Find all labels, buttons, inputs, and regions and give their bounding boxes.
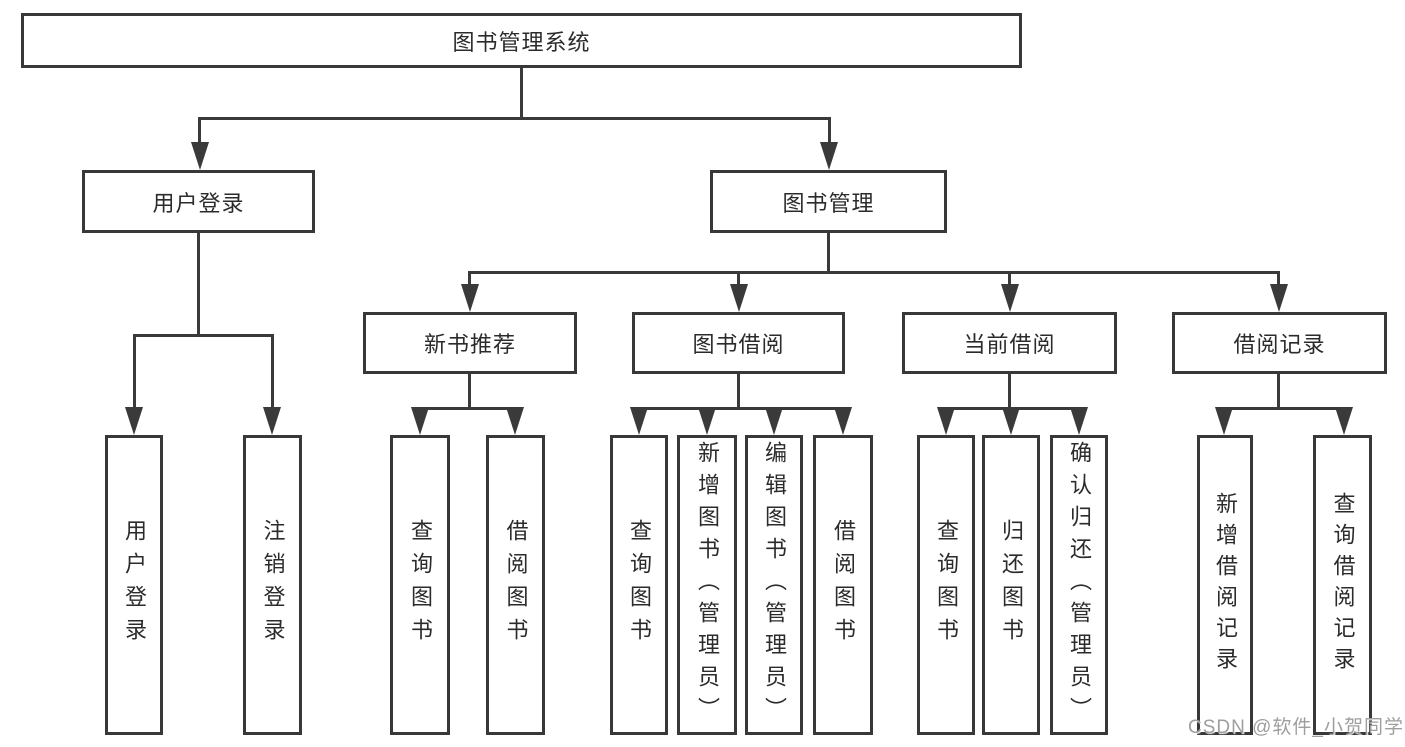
node-new-book-recommend: 新书推荐 xyxy=(363,312,577,374)
leaf-label: 确认归还（管理员） xyxy=(1067,441,1092,729)
leaf-edit-books-admin: 编辑图书（管理员） xyxy=(745,435,803,735)
arrow-down-icon xyxy=(1001,284,1019,312)
arrow-down-icon xyxy=(820,142,838,170)
leaf-label: 借阅图书 xyxy=(503,519,529,651)
node-label: 用户登录 xyxy=(152,190,245,216)
arrow-down-icon xyxy=(630,407,648,435)
csdn-watermark: CSDN @软件_小贺同学 xyxy=(1188,717,1404,738)
leaf-logout: 注销登录 xyxy=(243,435,302,735)
connector-book-mgmt-drop xyxy=(828,117,831,145)
node-current-borrowing: 当前借阅 xyxy=(902,312,1117,374)
arrow-down-icon xyxy=(834,407,852,435)
connector-stem xyxy=(1008,374,1011,410)
node-label: 借阅记录 xyxy=(1233,332,1326,357)
connector-rail xyxy=(638,407,846,410)
node-label: 新书推荐 xyxy=(423,332,516,357)
node-label: 图书管理系统 xyxy=(452,29,591,55)
leaf-confirm-return-admin: 确认归还（管理员） xyxy=(1050,435,1108,735)
leaf-query-books: 查询图书 xyxy=(390,435,450,735)
connector-user-login-drop xyxy=(198,117,201,145)
node-root-system: 图书管理系统 xyxy=(21,13,1022,68)
leaf-label: 查询借阅记录 xyxy=(1330,492,1356,678)
leaf-add-borrow-record: 新增借阅记录 xyxy=(1197,435,1253,735)
connector-root-stem xyxy=(520,68,523,119)
connector-drop xyxy=(1277,271,1280,287)
connector-drop xyxy=(468,271,471,287)
connector-mgmt-rail xyxy=(468,271,1280,274)
leaf-label: 查询图书 xyxy=(408,519,433,651)
leaf-label: 查询图书 xyxy=(627,519,652,651)
arrow-down-icon xyxy=(411,407,429,435)
leaf-add-books-admin: 新增图书（管理员） xyxy=(677,435,737,735)
leaf-return-books: 归还图书 xyxy=(982,435,1040,735)
connector-user-stem xyxy=(197,233,200,337)
arrow-down-icon xyxy=(1070,407,1088,435)
connector-stem xyxy=(737,374,740,410)
leaf-label: 归还图书 xyxy=(999,519,1024,651)
connector-drop xyxy=(271,334,274,410)
arrow-down-icon xyxy=(506,407,524,435)
arrow-down-icon xyxy=(461,284,479,312)
connector-stem xyxy=(1277,374,1280,410)
connector-stem xyxy=(468,374,471,410)
arrow-down-icon xyxy=(263,407,281,435)
arrow-down-icon xyxy=(1215,407,1233,435)
node-label: 图书管理 xyxy=(782,190,875,216)
node-book-borrowing: 图书借阅 xyxy=(632,312,845,374)
connector-drop xyxy=(133,334,136,410)
node-label: 图书借阅 xyxy=(692,332,785,357)
arrow-down-icon xyxy=(1002,407,1020,435)
leaf-label: 编辑图书（管理员） xyxy=(762,441,787,729)
leaf-label: 用户登录 xyxy=(122,519,147,651)
arrow-down-icon xyxy=(125,407,143,435)
leaf-label: 查询图书 xyxy=(934,519,959,651)
connector-rail xyxy=(1222,407,1345,410)
arrow-down-icon xyxy=(1335,407,1353,435)
leaf-label: 新增图书（管理员） xyxy=(695,441,720,729)
arrow-down-icon xyxy=(698,407,716,435)
arrow-down-icon xyxy=(765,407,783,435)
connector-drop xyxy=(1008,271,1011,287)
connector-drop xyxy=(737,271,740,287)
arrow-down-icon xyxy=(730,284,748,312)
connector-mgmt-stem xyxy=(827,233,830,274)
arrow-down-icon xyxy=(191,142,209,170)
connector-rail xyxy=(419,407,518,410)
node-user-login: 用户登录 xyxy=(82,170,315,233)
node-book-management: 图书管理 xyxy=(710,170,947,233)
leaf-label: 新增借阅记录 xyxy=(1213,492,1238,678)
leaf-label: 注销登录 xyxy=(260,519,286,651)
leaf-query-books: 查询图书 xyxy=(917,435,975,735)
leaf-borrow-books: 借阅图书 xyxy=(813,435,873,735)
leaf-query-borrow-record: 查询借阅记录 xyxy=(1313,435,1372,735)
leaf-label: 借阅图书 xyxy=(831,519,856,651)
node-borrowing-records: 借阅记录 xyxy=(1172,312,1387,374)
arrow-down-icon xyxy=(937,407,955,435)
arrow-down-icon xyxy=(1270,284,1288,312)
node-label: 当前借阅 xyxy=(963,332,1056,357)
connector-level1-rail xyxy=(198,117,831,120)
leaf-user-login: 用户登录 xyxy=(105,435,163,735)
connector-user-rail xyxy=(133,334,274,337)
leaf-borrow-books: 借阅图书 xyxy=(486,435,545,735)
leaf-query-books: 查询图书 xyxy=(610,435,668,735)
